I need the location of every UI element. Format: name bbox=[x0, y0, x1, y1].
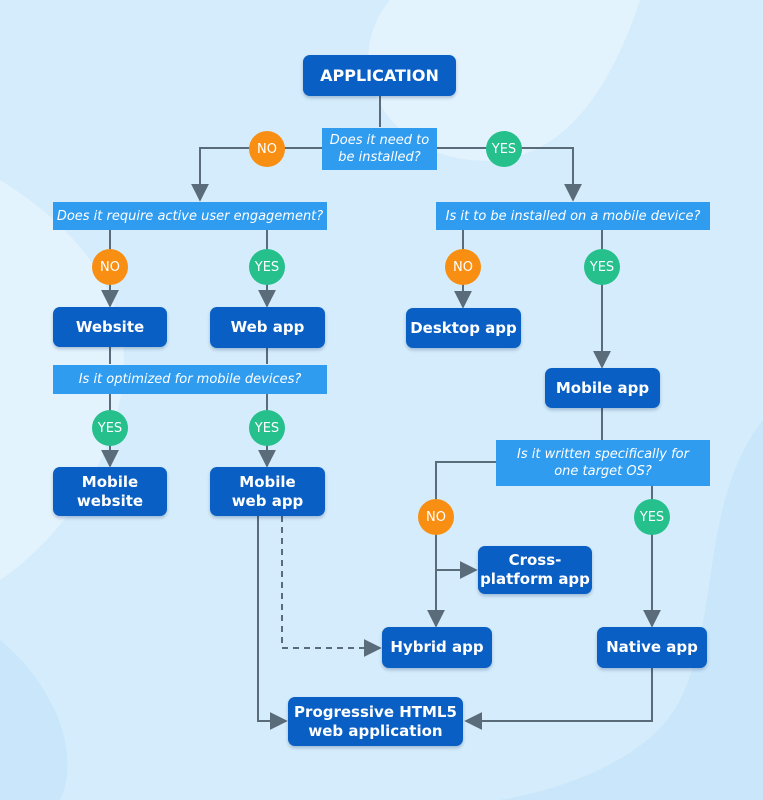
node-web-app: Web app bbox=[210, 307, 325, 348]
question-installed: Does it need to be installed? bbox=[322, 128, 437, 170]
question-target-os: Is it written specifically for one targe… bbox=[496, 440, 710, 486]
node-website: Website bbox=[53, 307, 167, 347]
connector bbox=[437, 147, 582, 202]
question-mobile-device: Is it to be installed on a mobile device… bbox=[436, 202, 710, 230]
connector bbox=[281, 516, 382, 657]
badge-no: NO bbox=[249, 131, 285, 167]
badge-yes: YES bbox=[584, 249, 620, 285]
node-cross-platform-app: Cross- platform app bbox=[478, 546, 592, 594]
badge-no: NO bbox=[445, 249, 481, 285]
node-hybrid-app: Hybrid app bbox=[382, 627, 492, 668]
badge-yes: YES bbox=[92, 410, 128, 446]
connector bbox=[464, 668, 653, 730]
node-mobile-web-app: Mobile web app bbox=[210, 467, 325, 516]
node-application: APPLICATION bbox=[303, 55, 456, 96]
background-wave bbox=[500, 420, 763, 800]
question-optimized: Is it optimized for mobile devices? bbox=[53, 365, 327, 394]
background-wave bbox=[368, 0, 640, 161]
background-wave bbox=[0, 640, 68, 800]
badge-yes: YES bbox=[249, 410, 285, 446]
badge-yes: YES bbox=[249, 249, 285, 285]
badge-yes: YES bbox=[634, 499, 670, 535]
badge-yes: YES bbox=[486, 131, 522, 167]
badge-no: NO bbox=[92, 249, 128, 285]
connector bbox=[257, 516, 288, 730]
node-progressive-html5: Progressive HTML5 web application bbox=[288, 697, 463, 746]
node-mobile-website: Mobile website bbox=[53, 467, 167, 516]
question-engagement: Does it require active user engagement? bbox=[53, 202, 327, 230]
node-native-app: Native app bbox=[597, 627, 707, 668]
node-mobile-app: Mobile app bbox=[545, 368, 660, 408]
badge-no: NO bbox=[418, 499, 454, 535]
node-desktop-app: Desktop app bbox=[406, 308, 521, 348]
connector bbox=[427, 461, 496, 628]
